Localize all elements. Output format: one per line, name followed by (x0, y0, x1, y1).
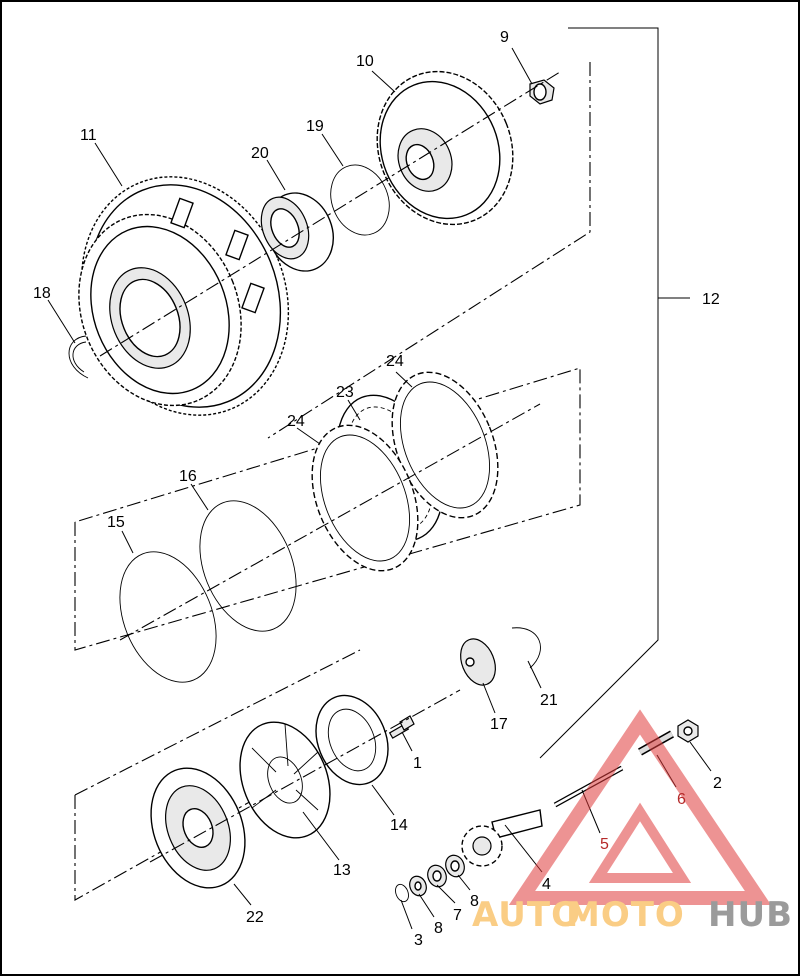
watermark-moto-text: MOTO (566, 895, 685, 935)
retaining-ring-part-18 (68, 335, 89, 379)
callout-17: 17 (490, 716, 508, 733)
cover-plate-part-22 (150, 767, 246, 889)
diaphragm-spring-part-13 (239, 721, 331, 839)
callout-11: 11 (80, 127, 97, 144)
callout-14: 14 (390, 817, 408, 834)
callout-21: 21 (540, 692, 558, 709)
callout-19: 19 (306, 118, 324, 135)
spring-ring-part-16 (199, 500, 297, 632)
locknut-part-2 (677, 719, 699, 743)
watermark-logo: AUTO MOTO HUB (472, 709, 793, 935)
washers-parts-3-7-8 (395, 854, 465, 903)
seat-part-17 (460, 638, 496, 686)
callouts: 1 2 3 4 5 6 7 8 8 9 10 11 12 13 14 15 16… (33, 29, 722, 949)
callout-24-upper: 24 (386, 353, 404, 370)
friction-plate-part-24-upper (391, 371, 499, 519)
callout-23: 23 (336, 384, 354, 401)
retaining-ring-part-21 (511, 627, 541, 669)
callout-8-right: 8 (470, 893, 479, 910)
callout-15: 15 (107, 514, 125, 531)
adjuster-part-4 (461, 809, 543, 867)
callout-9: 9 (500, 29, 509, 46)
nut-part-9 (529, 79, 555, 105)
callout-20: 20 (251, 145, 269, 162)
callout-6: 6 (677, 791, 686, 808)
callout-22: 22 (246, 909, 264, 926)
watermark-hub-text: HUB (708, 895, 793, 935)
callout-3: 3 (414, 932, 423, 949)
callout-1: 1 (413, 755, 422, 772)
watermark-auto-text: AUTO (472, 895, 581, 935)
callout-10: 10 (356, 53, 374, 70)
callout-16: 16 (179, 468, 197, 485)
callout-8-left: 8 (434, 920, 443, 937)
callout-2: 2 (713, 775, 722, 792)
callout-7: 7 (453, 907, 462, 924)
spring-ring-part-15 (119, 551, 217, 683)
pressure-plate-part-14 (315, 694, 389, 786)
callout-13: 13 (333, 862, 351, 879)
snap-ring-part-19 (330, 164, 390, 236)
bolt-part-1 (388, 715, 415, 739)
callout-24-lower: 24 (287, 413, 305, 430)
callout-5: 5 (600, 836, 609, 853)
group-bracket-12 (539, 27, 690, 759)
assembly-outlines (74, 62, 591, 901)
clutch-hub-part-10 (376, 70, 514, 226)
axis-centerlines (99, 71, 561, 863)
callout-18: 18 (33, 285, 51, 302)
callout-12: 12 (702, 291, 720, 308)
friction-plate-part-24-lower (311, 424, 419, 572)
clutch-shell-part-11 (78, 176, 290, 416)
callout-4: 4 (542, 876, 551, 893)
